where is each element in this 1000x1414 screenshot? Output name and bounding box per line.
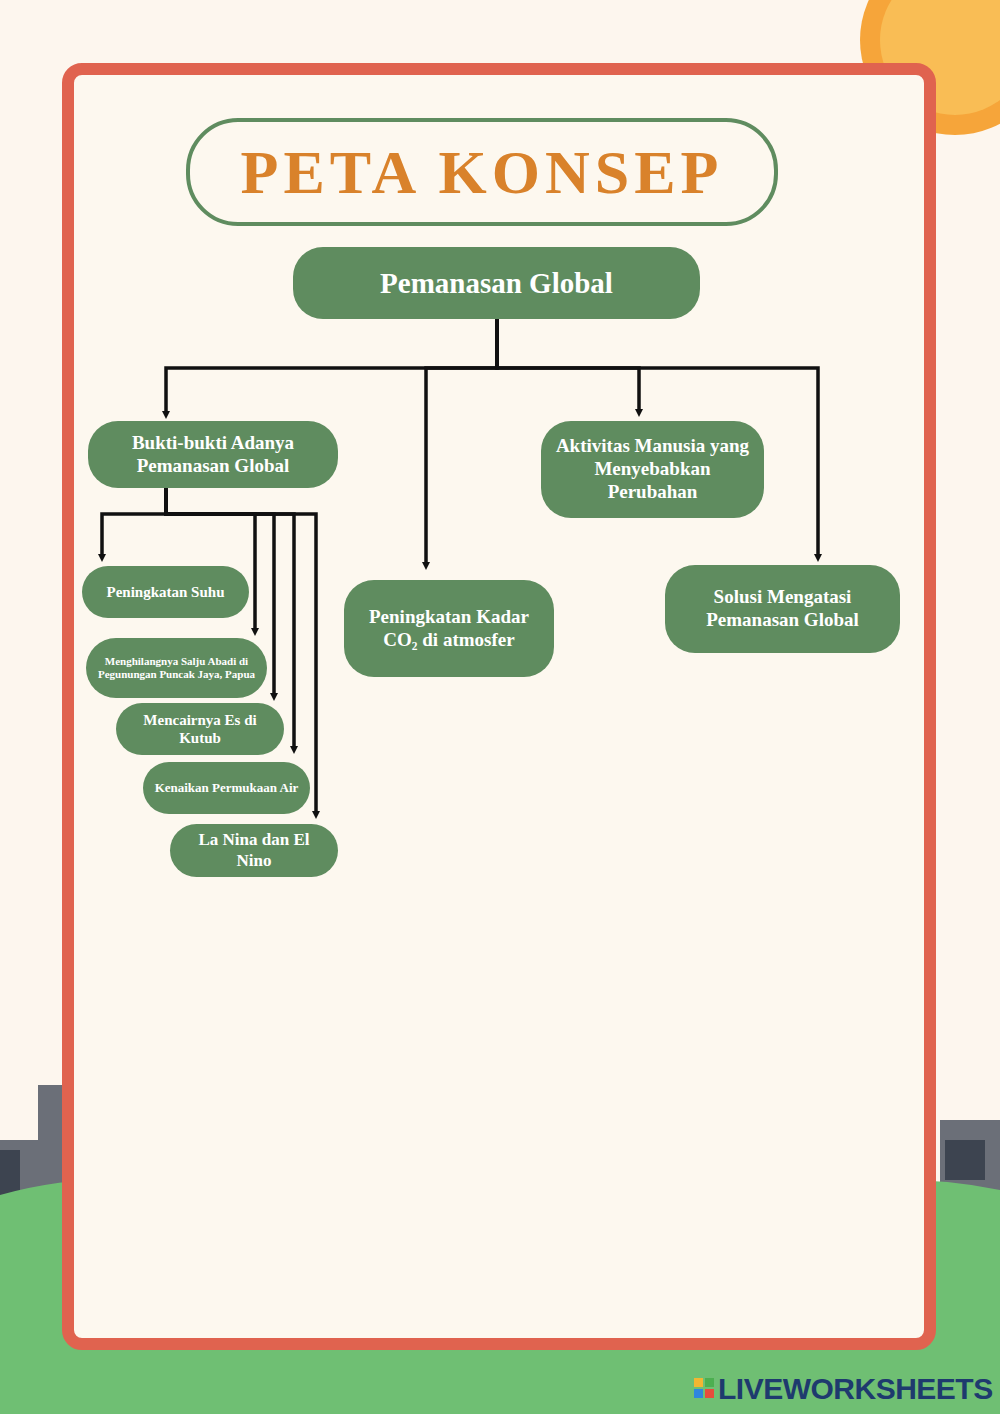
title-text: PETA KONSEP: [241, 137, 724, 208]
connector-arrow: [497, 319, 818, 558]
connector-arrow: [426, 319, 497, 566]
concept-box: Mencairnya Es di Kutub: [116, 703, 284, 755]
concept-box: Bukti-bukti Adanya Pemanasan Global: [88, 421, 338, 488]
concept-text: Peningkatan Suhu: [107, 583, 225, 601]
connector-arrow: [497, 319, 639, 413]
concept-text: Mencairnya Es di Kutub: [126, 711, 274, 747]
concept-box: Pemanasan Global: [293, 247, 700, 319]
concept-text: Kenaikan Permukaan Air: [155, 780, 299, 796]
concept-box: Solusi Mengatasi Pemanasan Global: [665, 565, 900, 653]
connector-arrow: [102, 488, 166, 558]
concept-text: Aktivitas Manusia yang Menyebabkan Perub…: [551, 435, 754, 503]
watermark: LIVEWORKSHEETS: [718, 1372, 993, 1406]
concept-box: Kenaikan Permukaan Air: [143, 762, 310, 814]
title-box: PETA KONSEP: [186, 118, 778, 226]
concept-box: Peningkatan Kadar CO₂ di atmosfer: [344, 580, 554, 677]
concept-text: Solusi Mengatasi Pemanasan Global: [675, 586, 890, 632]
concept-text: Pemanasan Global: [380, 266, 613, 301]
concept-text: Bukti-bukti Adanya Pemanasan Global: [98, 432, 328, 478]
concept-box: Aktivitas Manusia yang Menyebabkan Perub…: [541, 421, 764, 518]
concept-box: Menghilangnya Salju Abadi di Pegunungan …: [86, 638, 267, 698]
concept-text: Menghilangnya Salju Abadi di Pegunungan …: [96, 655, 257, 681]
concept-box: La Nina dan El Nino: [170, 824, 338, 877]
concept-text: Peningkatan Kadar CO₂ di atmosfer: [354, 606, 544, 652]
concept-box: Peningkatan Suhu: [82, 566, 249, 618]
concept-text: La Nina dan El Nino: [180, 830, 328, 871]
